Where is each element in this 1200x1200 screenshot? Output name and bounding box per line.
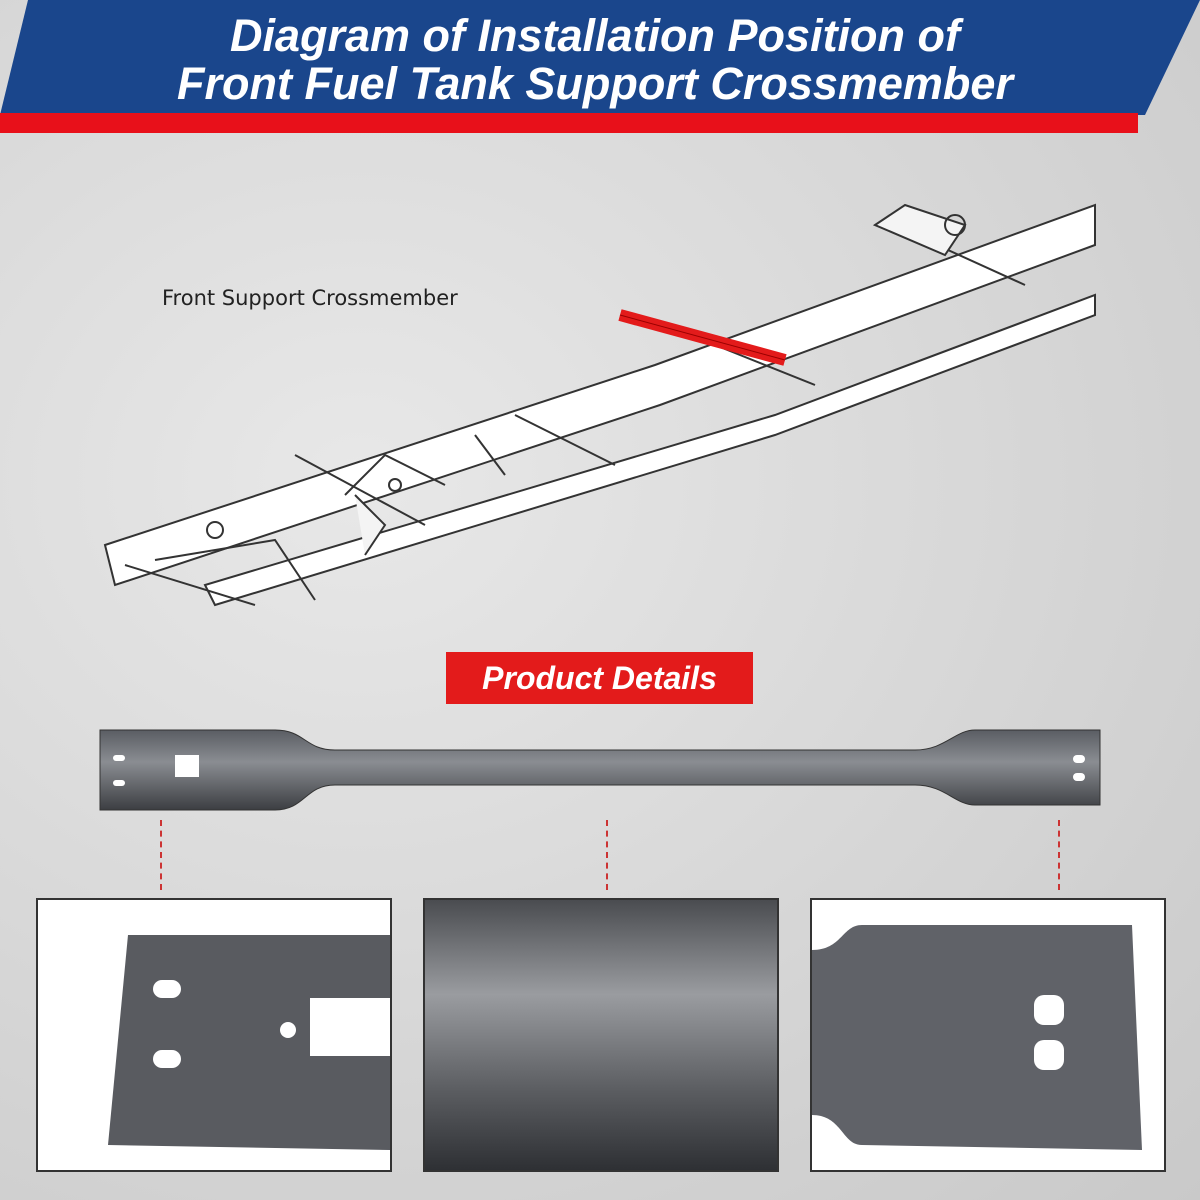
center-tube-closeup-image — [425, 900, 777, 1170]
header-banner — [0, 0, 1200, 133]
closeup-center-tube — [423, 898, 779, 1172]
callout-line-left — [160, 820, 162, 890]
title-line-1: Diagram of Installation Position of — [229, 10, 961, 61]
callout-line-right — [1058, 820, 1060, 890]
crossmember-callout-label: Front Support Crossmember — [162, 286, 458, 310]
crossmember-product-photo — [99, 729, 1101, 811]
page-title: Diagram of Installation Position of Fron… — [0, 12, 1190, 108]
right-end-closeup-image — [812, 900, 1164, 1170]
product-details-badge: Product Details — [446, 652, 753, 704]
chassis-frame-diagram — [103, 203, 1096, 607]
closeup-right-end — [810, 898, 1166, 1172]
closeup-left-end — [36, 898, 392, 1172]
title-line-2: Front Fuel Tank Support Crossmember — [177, 58, 1013, 109]
left-end-closeup-image — [38, 900, 390, 1170]
callout-line-center — [606, 820, 608, 890]
